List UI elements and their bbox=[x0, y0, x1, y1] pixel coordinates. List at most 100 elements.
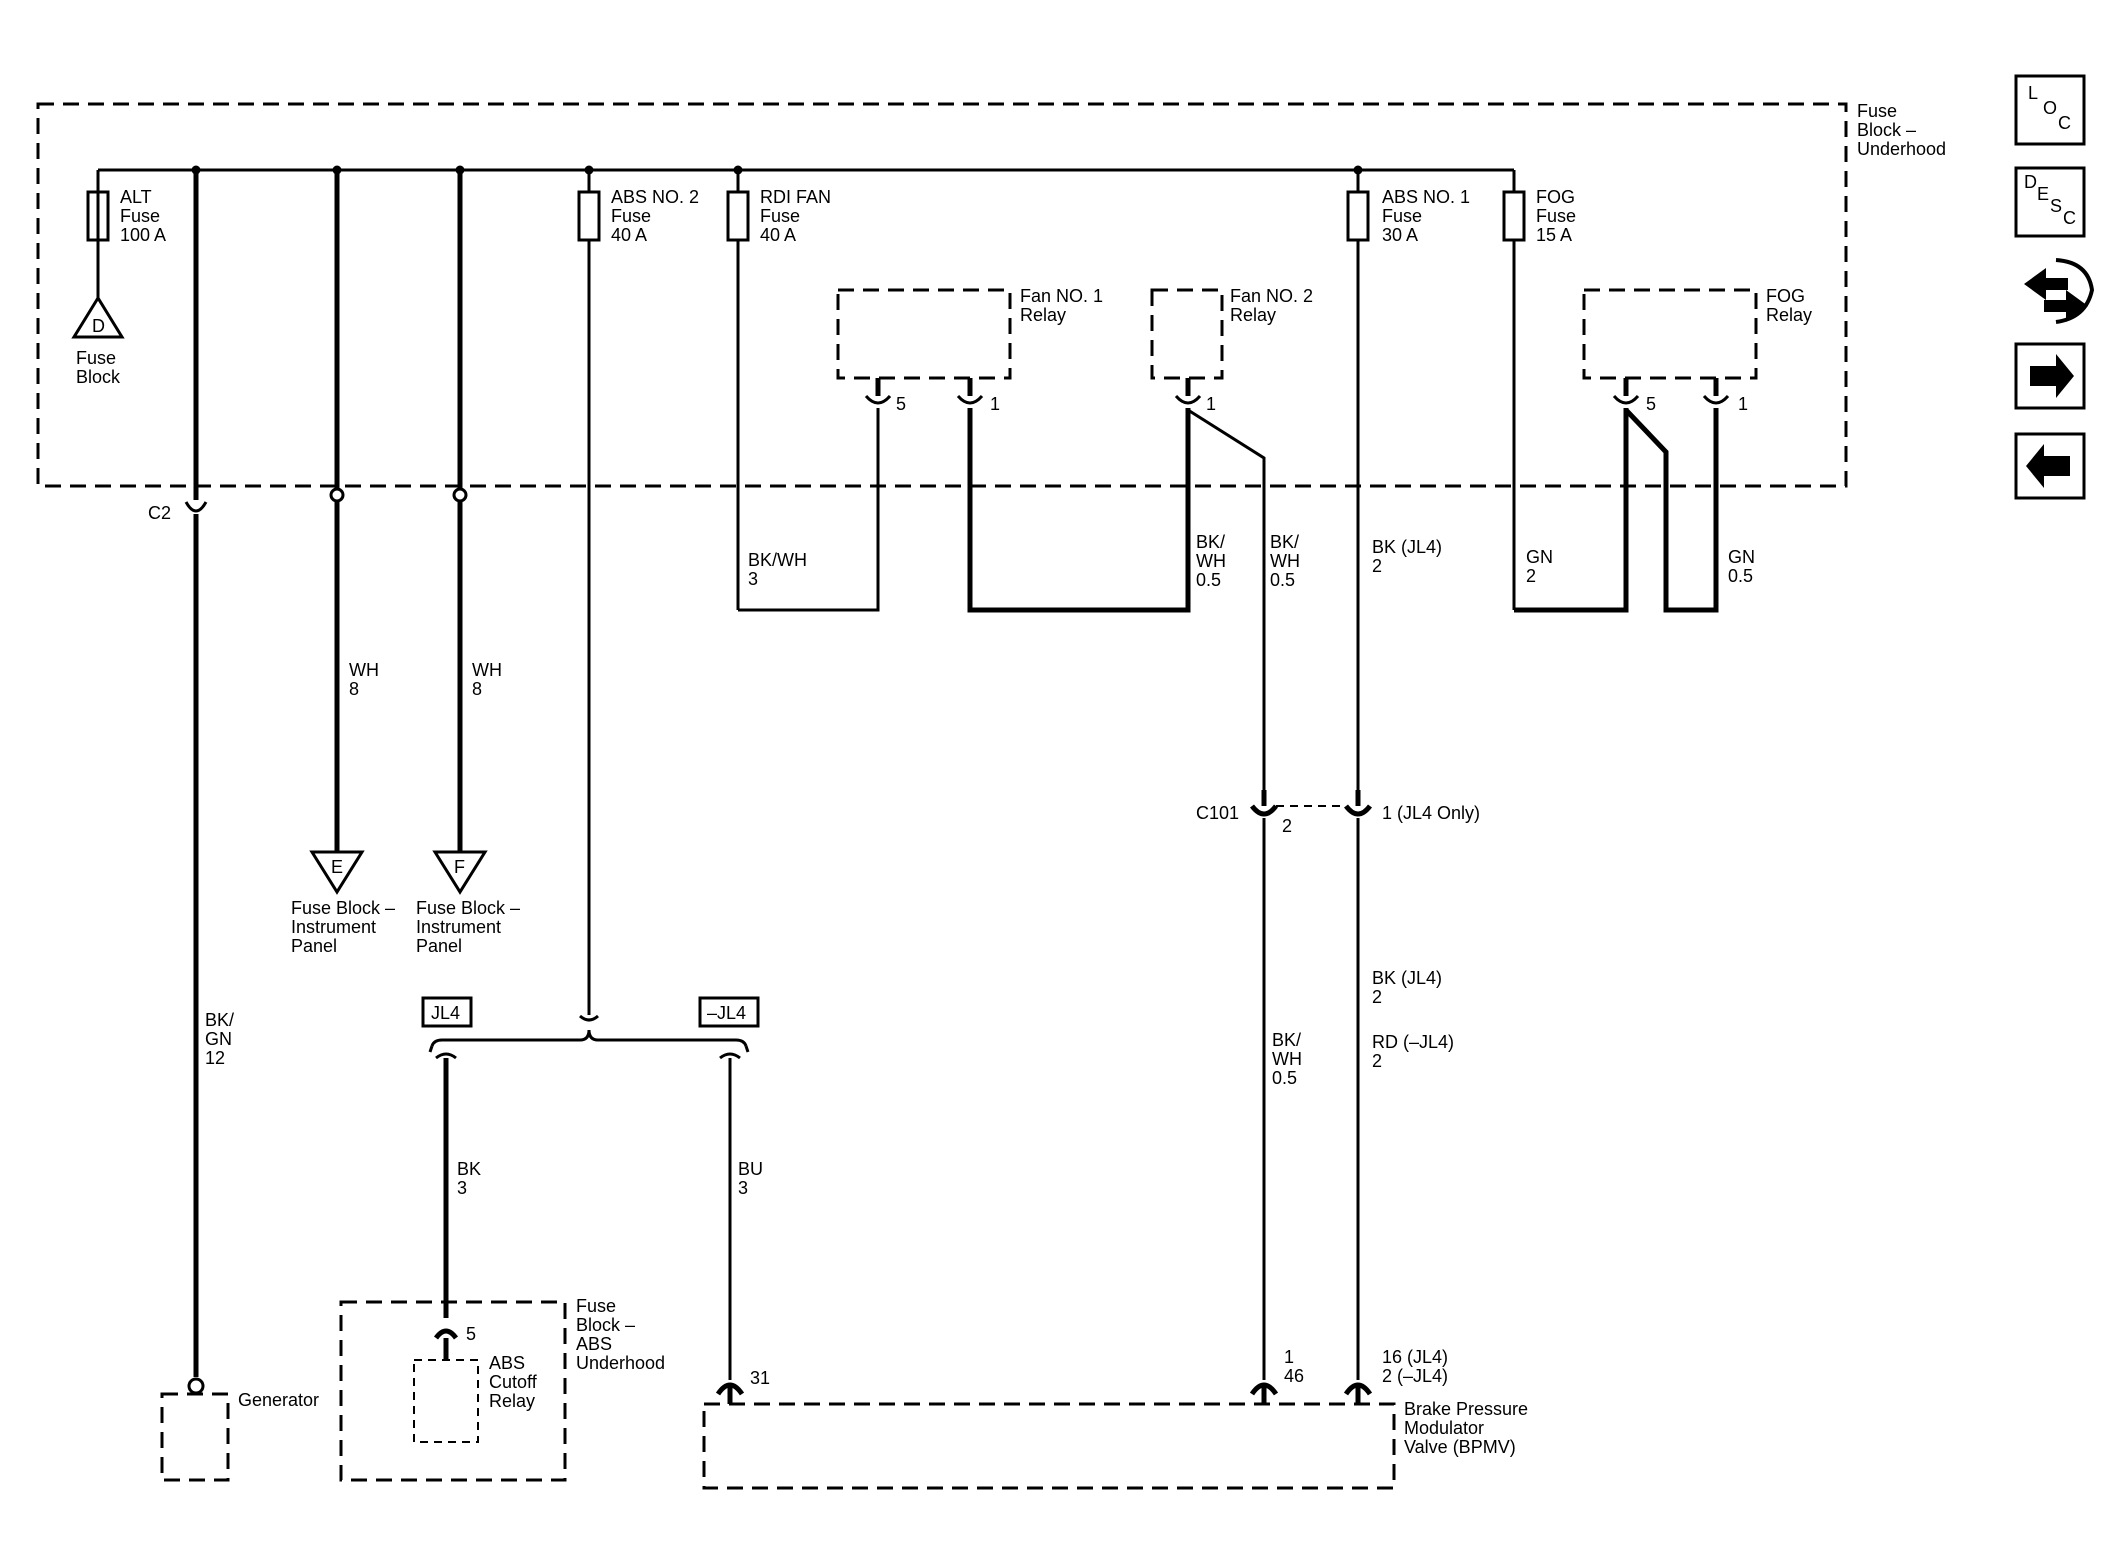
svg-text:Fuse Block –: Fuse Block – bbox=[416, 898, 520, 918]
svg-text:–JL4: –JL4 bbox=[707, 1003, 746, 1023]
abs-cutoff-relay: 5 ABS Cutoff Relay bbox=[413, 1324, 538, 1443]
svg-text:3: 3 bbox=[748, 569, 758, 589]
svg-text:Relay: Relay bbox=[489, 1391, 535, 1411]
svg-text:ABS NO. 2: ABS NO. 2 bbox=[611, 187, 699, 207]
svg-text:Block –: Block – bbox=[576, 1315, 635, 1335]
svg-text:Relay: Relay bbox=[1766, 305, 1812, 325]
svg-text:2: 2 bbox=[1282, 816, 1292, 836]
wire-bk-wh-3: BK/WH 3 bbox=[738, 408, 880, 612]
svg-text:FOG: FOG bbox=[1536, 187, 1575, 207]
generator: Generator bbox=[160, 1377, 319, 1482]
svg-text:Generator: Generator bbox=[238, 1390, 319, 1410]
svg-text:ABS: ABS bbox=[489, 1353, 525, 1373]
svg-text:1 (JL4 Only): 1 (JL4 Only) bbox=[1382, 803, 1480, 823]
svg-text:Brake Pressure: Brake Pressure bbox=[1404, 1399, 1528, 1419]
option-not-jl4: –JL4 bbox=[698, 996, 760, 1028]
fuse-block-instrument-panel-f: F Fuse Block – Instrument Panel bbox=[416, 850, 520, 956]
svg-text:Relay: Relay bbox=[1020, 305, 1066, 325]
svg-text:31: 31 bbox=[750, 1368, 770, 1388]
fuse-block-d-terminal: D Fuse Block bbox=[71, 295, 125, 387]
svg-text:Fuse: Fuse bbox=[1857, 101, 1897, 121]
svg-text:C: C bbox=[2063, 208, 2076, 228]
desc-button[interactable]: D E S C bbox=[2014, 166, 2086, 238]
svg-text:L: L bbox=[2028, 83, 2038, 103]
svg-text:5: 5 bbox=[466, 1324, 476, 1344]
svg-text:1: 1 bbox=[1738, 394, 1748, 414]
svg-text:Instrument: Instrument bbox=[416, 917, 501, 937]
loc-button[interactable]: L O C bbox=[2014, 74, 2086, 146]
abs-no-2-fuse: ABS NO. 2 Fuse 40 A bbox=[577, 170, 699, 1015]
svg-text:RDI FAN: RDI FAN bbox=[760, 187, 831, 207]
svg-text:Fuse Block –: Fuse Block – bbox=[291, 898, 395, 918]
svg-text:15 A: 15 A bbox=[1536, 225, 1572, 245]
svg-text:2: 2 bbox=[1372, 556, 1382, 576]
fuse-block-underhood-outline bbox=[36, 102, 1848, 488]
svg-text:Fuse: Fuse bbox=[1536, 206, 1576, 226]
svg-text:BK: BK bbox=[457, 1159, 481, 1179]
connector-swap-icon[interactable] bbox=[2024, 258, 2095, 324]
svg-text:Fuse: Fuse bbox=[611, 206, 651, 226]
svg-text:BU: BU bbox=[738, 1159, 763, 1179]
svg-text:D: D bbox=[2024, 172, 2037, 192]
arrow-right-icon[interactable] bbox=[2014, 342, 2086, 410]
fan-no-2-relay: Fan NO. 2 Relay 1 bbox=[1150, 286, 1313, 414]
svg-text:2 (–JL4): 2 (–JL4) bbox=[1382, 1366, 1448, 1386]
svg-text:Block: Block bbox=[76, 367, 121, 387]
connector-c2-pin bbox=[184, 501, 208, 513]
svg-text:E: E bbox=[331, 857, 343, 877]
svg-text:40 A: 40 A bbox=[760, 225, 796, 245]
wire-bu-3: BU 3 bbox=[719, 1052, 763, 1380]
svg-text:Fuse: Fuse bbox=[1382, 206, 1422, 226]
svg-text:C101: C101 bbox=[1196, 803, 1239, 823]
arrow-left-icon[interactable] bbox=[2014, 432, 2086, 500]
svg-text:3: 3 bbox=[738, 1178, 748, 1198]
svg-text:ABS NO. 1: ABS NO. 1 bbox=[1382, 187, 1470, 207]
svg-text:Fan NO. 1: Fan NO. 1 bbox=[1020, 286, 1103, 306]
connector-c2-label: C2 bbox=[148, 503, 171, 523]
svg-text:S: S bbox=[2050, 196, 2062, 216]
svg-text:Panel: Panel bbox=[291, 936, 337, 956]
svg-text:ABS: ABS bbox=[576, 1334, 612, 1354]
wire-wh-8-e: WH 8 bbox=[329, 170, 379, 852]
svg-text:46: 46 bbox=[1284, 1366, 1304, 1386]
svg-text:8: 8 bbox=[349, 679, 359, 699]
svg-text:Fuse: Fuse bbox=[760, 206, 800, 226]
svg-text:Instrument: Instrument bbox=[291, 917, 376, 937]
svg-text:Fuse: Fuse bbox=[120, 206, 160, 226]
abs-no-1-fuse: ABS NO. 1 Fuse 30 A BK (JL4) 2 bbox=[1346, 170, 1470, 790]
svg-text:2: 2 bbox=[1372, 987, 1382, 1007]
svg-text:30 A: 30 A bbox=[1382, 225, 1418, 245]
svg-text:JL4: JL4 bbox=[431, 1003, 460, 1023]
svg-text:Fan NO. 2: Fan NO. 2 bbox=[1230, 286, 1313, 306]
svg-text:WH: WH bbox=[1270, 551, 1300, 571]
wire-gn-2: GN 2 bbox=[1514, 408, 1629, 613]
svg-text:0.5: 0.5 bbox=[1272, 1068, 1297, 1088]
alt-fuse: ALT Fuse 100 A bbox=[86, 170, 166, 298]
wire-bk-wh-0-5-to-c101: BK/ WH 0.5 bbox=[1187, 408, 1300, 790]
fog-fuse: FOG Fuse 15 A bbox=[1502, 170, 1576, 610]
svg-text:FOG: FOG bbox=[1766, 286, 1805, 306]
svg-text:GN: GN bbox=[1526, 547, 1553, 567]
rdi-fan-fuse: RDI FAN Fuse 40 A bbox=[726, 170, 831, 610]
fuse-block-underhood-label: Fuse Block – Underhood bbox=[1857, 101, 1946, 159]
svg-text:E: E bbox=[2037, 184, 2049, 204]
fan-no-1-relay: Fan NO. 1 Relay 5 1 bbox=[836, 286, 1103, 414]
svg-text:BK/WH: BK/WH bbox=[748, 550, 807, 570]
bpmv-pin-16-2: 16 (JL4) 2 (–JL4) bbox=[1343, 1347, 1448, 1404]
svg-text:WH: WH bbox=[349, 660, 379, 680]
svg-text:WH: WH bbox=[1196, 551, 1226, 571]
svg-text:0.5: 0.5 bbox=[1196, 570, 1221, 590]
option-split bbox=[428, 1014, 750, 1053]
svg-text:D: D bbox=[92, 316, 105, 336]
svg-text:8: 8 bbox=[472, 679, 482, 699]
svg-text:GN: GN bbox=[205, 1029, 232, 1049]
fuse-block-abs-underhood: Fuse Block – ABS Underhood bbox=[339, 1296, 665, 1482]
svg-text:RD (–JL4): RD (–JL4) bbox=[1372, 1032, 1454, 1052]
svg-text:Valve (BPMV): Valve (BPMV) bbox=[1404, 1437, 1516, 1457]
svg-text:12: 12 bbox=[205, 1048, 225, 1068]
bpmv-pin-31: 31 bbox=[715, 1368, 770, 1404]
svg-text:1: 1 bbox=[990, 394, 1000, 414]
svg-text:F: F bbox=[454, 857, 465, 877]
svg-text:2: 2 bbox=[1372, 1051, 1382, 1071]
